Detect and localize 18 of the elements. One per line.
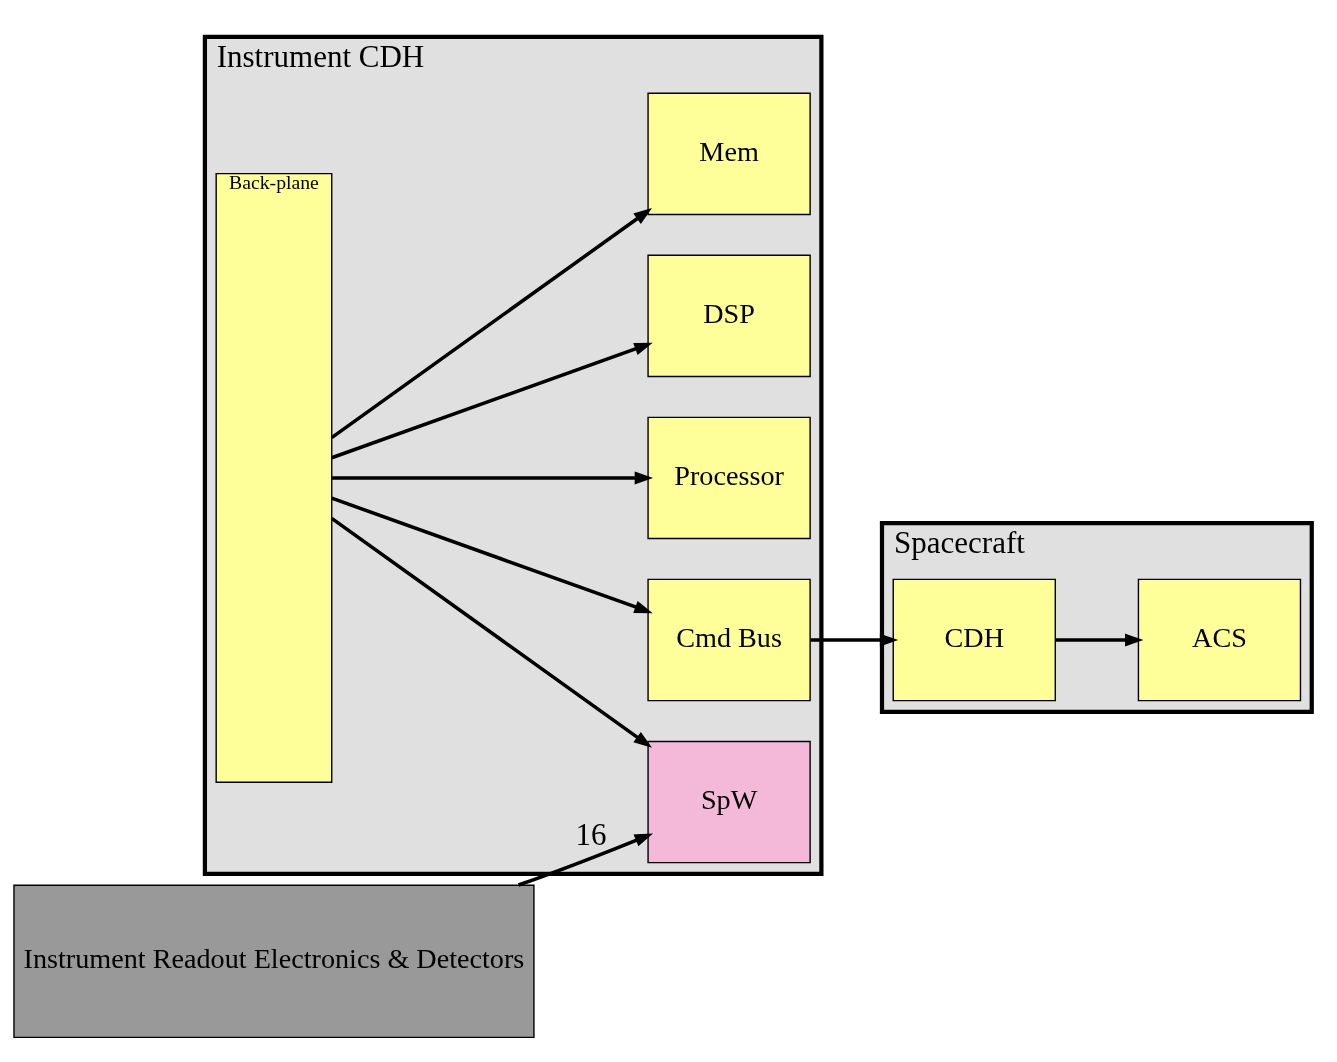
- node-box: Processor: [647, 416, 811, 539]
- arrow: [330, 207, 653, 439]
- node-box: Instrument Readout Electronics & Detectors: [13, 883, 535, 1038]
- arrow: [331, 342, 653, 459]
- node-box: ACS: [1137, 578, 1302, 701]
- node-box: SpW: [647, 740, 811, 863]
- node-box: CDH: [892, 578, 1056, 701]
- arrow: [330, 516, 653, 748]
- node-box: Back-plane: [215, 172, 333, 783]
- arrow: [1055, 633, 1144, 646]
- edge-label: 16: [575, 816, 607, 852]
- arrow: [331, 496, 653, 613]
- node-box: Mem: [647, 92, 811, 215]
- node-box: Cmd Bus: [647, 578, 811, 701]
- arrow: [810, 633, 899, 646]
- arrow: [331, 471, 654, 484]
- node-box: DSP: [647, 254, 811, 377]
- arrow: [517, 832, 653, 887]
